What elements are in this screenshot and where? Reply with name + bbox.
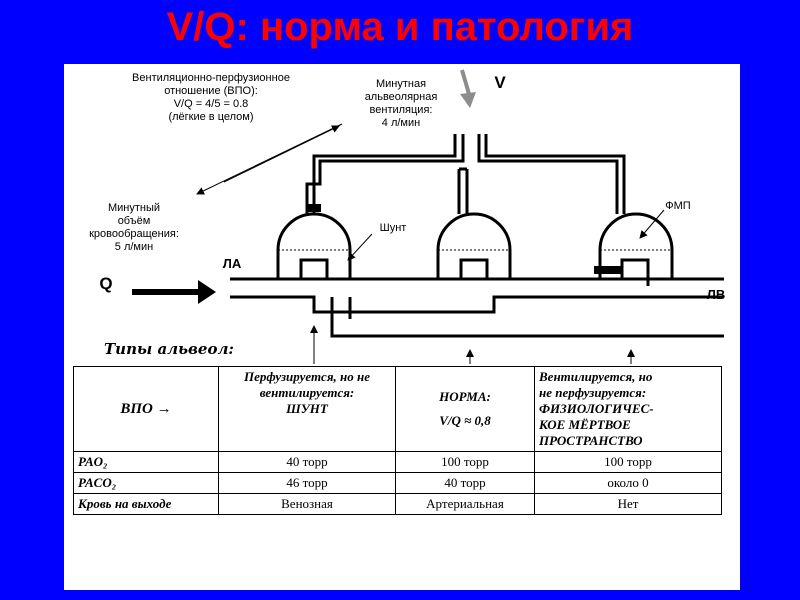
blood-flow-arrow: [132, 280, 216, 304]
lv-label: ЛВ: [706, 287, 726, 302]
header-cell-dead-space: Вентилируется, но не перфузируется: ФИЗИ…: [534, 366, 722, 452]
row-label: Кровь на выходе: [73, 493, 219, 515]
alveoli: [276, 212, 674, 279]
header-cell-shunt: Перфузируется, но не вентилируется: ШУНТ: [218, 366, 396, 452]
q-label: Q: [99, 274, 113, 293]
airway-tree: [305, 134, 626, 214]
fmp-pointer-arrow: [639, 209, 665, 239]
airway-obstruction: [307, 204, 321, 212]
table-cell: 40 торр: [218, 451, 396, 473]
table-cell: 100 торр: [534, 451, 722, 473]
header-cell-vpo: ВПО →: [73, 366, 219, 452]
slide-title: V/Q: норма и патология: [166, 5, 634, 49]
table-row: PAO₂ 40 торр 100 торр 100 торр: [73, 451, 722, 473]
vpo-pointer-arrow: [196, 123, 343, 195]
fmp-label: ФМП: [665, 200, 691, 212]
table-header-row: ВПО → Перфузируется, но не вентилируется…: [73, 366, 722, 452]
row-label: PACO₂: [73, 472, 219, 494]
table-row: PACO₂ 46 торр 40 торр около 0: [73, 472, 722, 494]
table-row: Кровь на выходе Венозная Артериальная Не…: [73, 493, 722, 515]
table-cell: 40 торр: [395, 472, 535, 494]
la-label: ЛА: [222, 256, 242, 271]
table-cell: 46 торр: [218, 472, 396, 494]
blood-vessels: [230, 277, 724, 338]
table-cell: Нет: [534, 493, 722, 515]
row-label: PAO₂: [73, 451, 219, 473]
table-cell: 100 торр: [395, 451, 535, 473]
shunt-label: Шунт: [379, 222, 407, 234]
shunt-pointer-arrow: [347, 233, 373, 261]
capillary-obstruction: [594, 266, 622, 274]
types-caption: Типы альвеол:: [104, 340, 234, 358]
table-cell: Венозная: [218, 493, 396, 515]
header-cell-norm: НОРМА: V/Q ≈ 0,8: [395, 366, 535, 452]
vpo-note: Вентиляционно-перфузионное отношение (ВП…: [132, 72, 290, 123]
blood-flow-note: Минутный объём кровообращения: 5 л/мин: [89, 202, 179, 253]
ventilation-arrow: [460, 69, 476, 108]
table-cell: Артериальная: [395, 493, 535, 515]
v-label: V: [494, 73, 506, 92]
content-panel: Вентиляционно-перфузионное отношение (ВП…: [64, 64, 740, 590]
alveoli-types-table: ВПО → Перфузируется, но не вентилируется…: [73, 366, 722, 515]
vpo-pointer-arrow-2: [223, 125, 340, 183]
table-cell: около 0: [534, 472, 722, 494]
ventilation-note: Минутная альвеолярная вентиляция: 4 л/ми…: [364, 78, 438, 129]
vq-diagram: [132, 69, 724, 364]
type-pointer-arrows: [310, 325, 635, 364]
